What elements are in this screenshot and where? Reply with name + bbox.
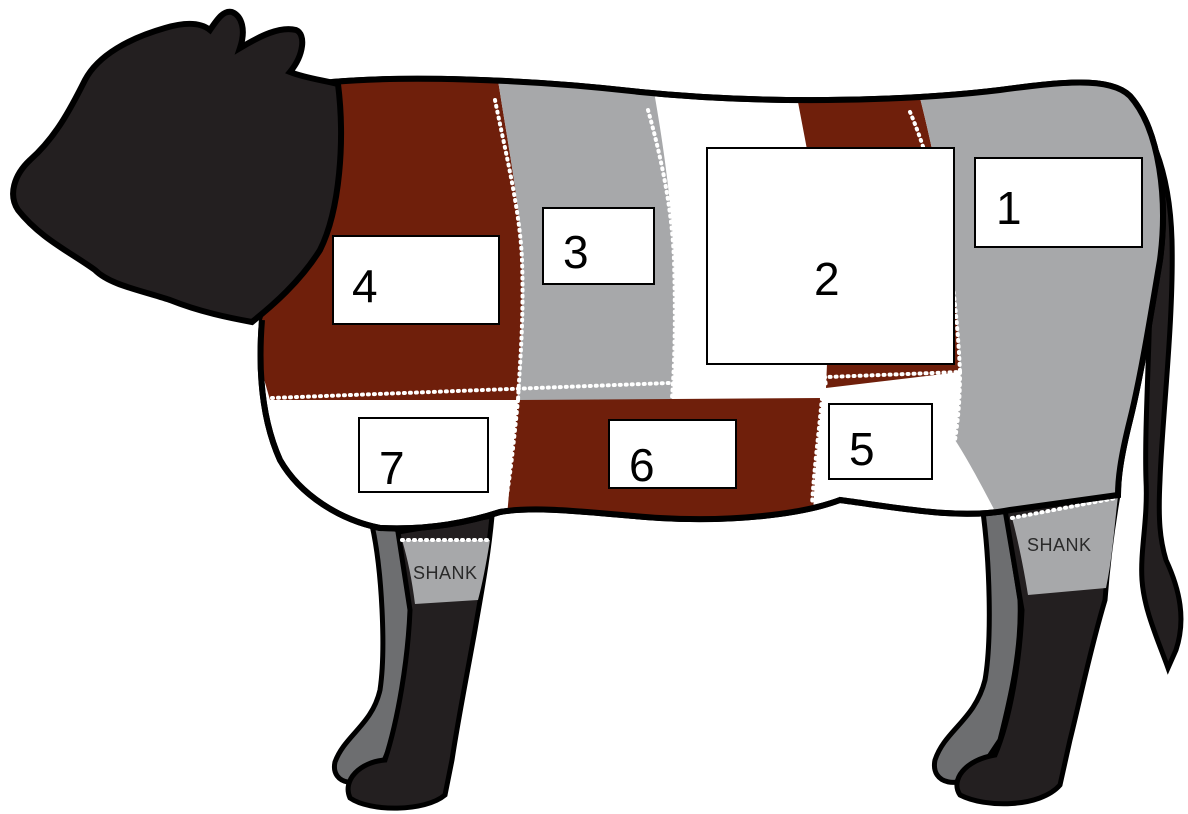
- front-leg: [334, 516, 492, 808]
- label-box-2: 2: [707, 148, 954, 364]
- label-4: 4: [352, 260, 378, 312]
- shank-rear-label: SHANK: [1027, 535, 1092, 555]
- label-box-5: 5: [829, 404, 932, 479]
- label-box-4: 4: [333, 236, 499, 324]
- label-box-7: 7: [359, 418, 488, 494]
- shank-front-label: SHANK: [413, 563, 478, 583]
- label-box-3: 3: [543, 208, 654, 284]
- label-7: 7: [379, 442, 405, 494]
- label-3: 3: [563, 226, 589, 278]
- label-box-6: 6: [609, 420, 736, 491]
- label-5: 5: [849, 423, 875, 475]
- label-6: 6: [629, 439, 655, 491]
- label-2: 2: [814, 253, 840, 305]
- head: [13, 12, 341, 322]
- label-1: 1: [996, 182, 1022, 234]
- label-box-1: 1: [975, 158, 1142, 247]
